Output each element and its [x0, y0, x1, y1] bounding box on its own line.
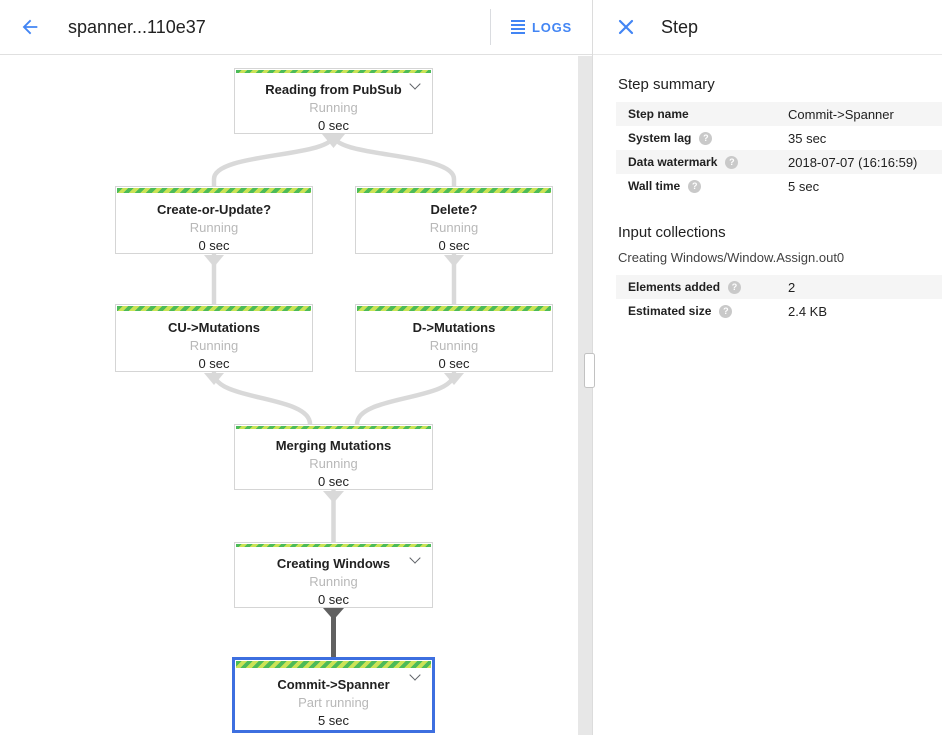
back-button[interactable] [18, 15, 42, 39]
node-title: Create-or-Update? [156, 202, 272, 217]
row-label: Data watermark [628, 155, 788, 169]
page-title: spanner...110e37 [68, 16, 206, 37]
node-time: 0 sec [317, 592, 350, 607]
header-divider [490, 9, 491, 45]
step-name-row: Step name Commit->Spanner [616, 102, 942, 126]
row-label: Wall time [628, 179, 788, 193]
running-stripe [236, 70, 431, 73]
running-stripe [236, 544, 431, 547]
arrow-left-icon [22, 19, 38, 35]
graph-edges [204, 132, 464, 657]
node-time: 0 sec [438, 356, 470, 371]
input-collections-heading: Input collections [618, 224, 726, 241]
running-stripe [236, 426, 431, 429]
graph-node-reading-from-pubsub[interactable]: Reading from PubSub Running 0 sec [234, 68, 433, 134]
row-label: Step name [628, 107, 689, 121]
node-title: Reading from PubSub [265, 82, 402, 97]
graph-node-create-or-update[interactable]: Create-or-Update? Running 0 sec [115, 186, 313, 254]
node-time: 5 sec [317, 713, 350, 728]
help-icon[interactable] [688, 179, 702, 193]
row-value: 35 sec [788, 130, 827, 146]
node-time: 0 sec [317, 118, 350, 133]
node-title: D->Mutations [412, 320, 496, 335]
node-title: Commit->Spanner [277, 677, 390, 692]
node-time: 0 sec [198, 238, 230, 253]
node-title: Creating Windows [276, 556, 391, 571]
node-time: 0 sec [317, 474, 350, 489]
row-label: Estimated size [628, 304, 788, 318]
chevron-down-icon[interactable] [410, 554, 420, 564]
close-icon [618, 19, 634, 35]
panel-title: Step [661, 16, 699, 37]
help-icon[interactable] [725, 155, 739, 169]
graph-node-merging-mutations[interactable]: Merging Mutations Running 0 sec [234, 424, 433, 490]
chevron-down-icon[interactable] [410, 671, 420, 681]
row-label: System lag [628, 131, 788, 145]
running-stripe [357, 306, 551, 311]
node-status: Part running [298, 695, 369, 710]
node-title: Delete? [430, 202, 478, 217]
running-stripe [117, 306, 311, 311]
elements-added-row: Elements added 2 [616, 275, 942, 299]
node-status: Running [309, 574, 358, 589]
job-header: spanner...110e37 LOGS [0, 0, 592, 55]
help-icon[interactable] [699, 131, 713, 145]
system-lag-row: System lag 35 sec [616, 126, 942, 150]
row-value: 2 [788, 279, 796, 295]
splitter-track [578, 56, 592, 735]
node-title: Merging Mutations [275, 438, 392, 453]
running-stripe [117, 188, 311, 193]
collection-name: Creating Windows/Window.Assign.out0 [618, 250, 845, 265]
running-stripe [357, 188, 551, 193]
row-label: Elements added [628, 280, 788, 294]
graph-node-creating-windows[interactable]: Creating Windows Running 0 sec [234, 542, 433, 608]
close-button[interactable] [616, 17, 636, 37]
wall-time-row: Wall time 5 sec [616, 174, 942, 198]
chevron-down-icon[interactable] [410, 80, 420, 90]
step-panel-header: Step [593, 0, 942, 55]
step-panel: Step Step summary Step name Commit->Span… [592, 0, 942, 735]
row-value: 2018-07-07 (16:16:59) [788, 154, 918, 170]
node-status: Running [429, 220, 479, 235]
node-status: Running [309, 456, 358, 471]
panel-resize-handle[interactable] [584, 353, 595, 388]
help-icon[interactable] [719, 304, 733, 318]
graph-node-cu-mutations[interactable]: CU->Mutations Running 0 sec [115, 304, 313, 372]
node-status: Running [189, 220, 239, 235]
node-status: Running [429, 338, 479, 353]
logs-button[interactable]: LOGS [491, 0, 592, 54]
graph-node-delete[interactable]: Delete? Running 0 sec [355, 186, 553, 254]
running-stripe [236, 661, 431, 668]
logs-list-icon [510, 20, 525, 34]
logs-button-label: LOGS [531, 19, 573, 35]
help-icon[interactable] [728, 280, 742, 294]
node-status: Running [189, 338, 239, 353]
step-summary-heading: Step summary [618, 76, 715, 93]
graph-node-d-mutations[interactable]: D->Mutations Running 0 sec [355, 304, 553, 372]
graph-node-commit-spanner[interactable]: Commit->Spanner Part running 5 sec [232, 657, 435, 733]
row-value: 2.4 KB [788, 303, 828, 319]
data-watermark-row: Data watermark 2018-07-07 (16:16:59) [616, 150, 942, 174]
node-title: CU->Mutations [167, 320, 261, 335]
row-value: Commit->Spanner [788, 106, 894, 122]
estimated-size-row: Estimated size 2.4 KB [616, 299, 942, 323]
row-value: 5 sec [788, 178, 820, 194]
job-graph-pane: Reading from PubSub Running 0 sec Create… [0, 55, 578, 735]
node-status: Running [309, 100, 358, 115]
node-time: 0 sec [438, 238, 470, 253]
node-time: 0 sec [198, 356, 230, 371]
